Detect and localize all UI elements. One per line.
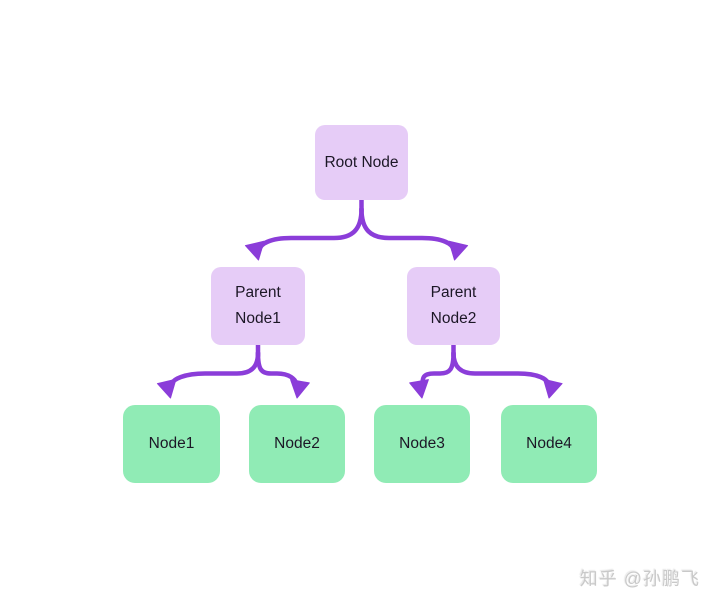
edge-parent1-node2 [255,350,310,399]
node-leaf3-label: Node3 [399,435,445,452]
node-leaf2-label: Node2 [274,435,320,452]
edge-parent2-node3 [409,341,456,399]
arrowhead-icon [244,240,265,261]
node-leaf1-label: Node1 [148,435,195,452]
node-parent1-label: Parent Node1 [235,284,281,327]
node-leaf4: Node4 [501,405,597,483]
node-leaf1: Node1 [123,405,220,483]
node-root-label: Root Node [324,153,399,171]
node-root: Root Node [315,125,408,200]
arrowhead-icon [290,379,310,399]
arrowhead-icon [448,240,469,261]
node-parent2: Parent Node2 [407,267,500,345]
edge-parent1-node1 [156,341,261,399]
arrowhead-icon [543,378,563,399]
edge-root-parent1 [244,196,364,261]
arrowhead-icon [409,379,429,399]
edge-root-parent2 [359,206,469,261]
edge-parent2-node4 [451,350,563,399]
node-leaf4-label: Node4 [526,435,572,452]
node-parent2-label: Parent Node2 [430,284,477,327]
node-leaf2: Node2 [249,405,345,483]
node-leaf3: Node3 [374,405,470,483]
arrowhead-icon [156,378,177,399]
zhihu-watermark: 知乎 @孙鹏飞 [579,569,700,589]
node-parent1: Parent Node1 [211,267,305,345]
